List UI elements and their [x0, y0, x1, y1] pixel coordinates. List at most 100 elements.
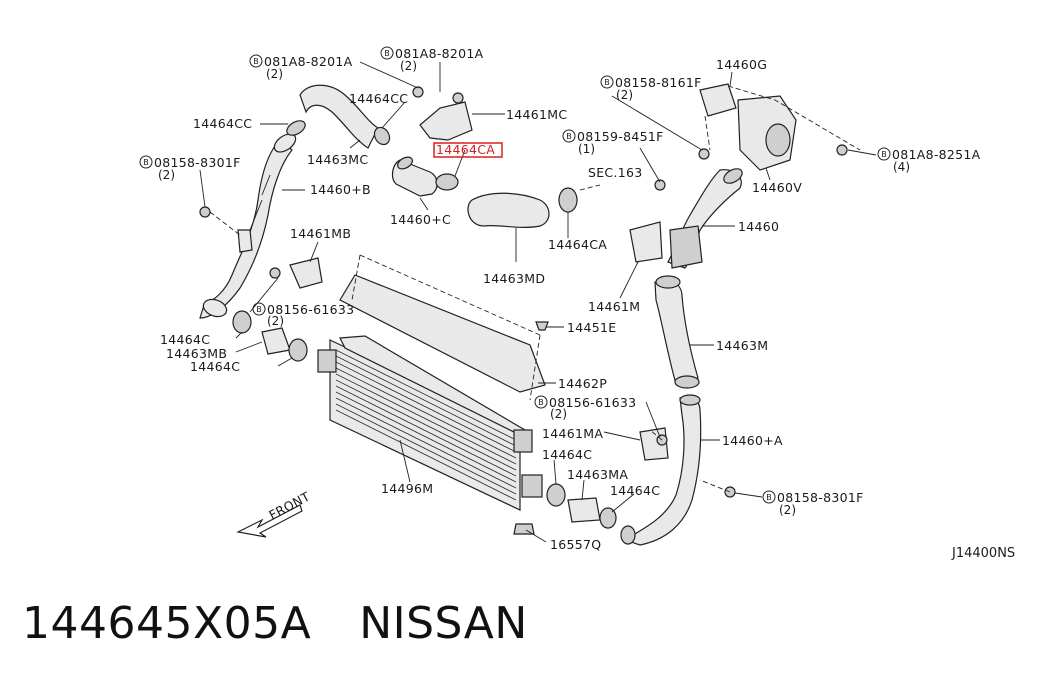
label-08158-8161f-qty: (2): [616, 88, 633, 102]
label-081a8-8201a-right: 081A8-8201A: [395, 46, 484, 61]
hose-14463ma: [567, 497, 601, 523]
parts-artwork: [199, 61, 877, 546]
label-14463mc: 14463MC: [307, 152, 368, 167]
label-14461mc: 14461MC: [506, 107, 567, 122]
duct-14462p: [339, 274, 546, 393]
clip-14451e: [535, 321, 549, 331]
caption-part-number: 144645X05A: [22, 598, 312, 649]
label-16557q: 16557Q: [550, 537, 601, 552]
hose-14463mc: [299, 84, 379, 149]
label-081a8-8201a-right-qty: (2): [400, 59, 417, 73]
label-14451e: 14451E: [567, 320, 616, 335]
svg-text:B: B: [538, 398, 544, 407]
bolt-08159: [654, 179, 666, 191]
svg-text:B: B: [881, 150, 887, 159]
label-14462p: 14462P: [558, 376, 607, 391]
bolt-081a8-8251a: [836, 144, 848, 156]
label-14463ma: 14463MA: [567, 467, 628, 482]
bracket-14460b: [237, 229, 253, 253]
callout-labels: BB BB BB BB B 081A8-8201A (2) 081A8-8201…: [139, 46, 1015, 561]
label-14460v: 14460V: [752, 180, 802, 195]
pipe-14460b: [199, 139, 293, 319]
gasket-14460g: [699, 83, 737, 117]
svg-text:B: B: [253, 57, 259, 66]
caption-brand: NISSAN: [359, 598, 528, 649]
clamp-14463m-top: [655, 275, 681, 289]
label-14461m: 14461M: [588, 299, 640, 314]
label-14464cc-top: 14464CC: [349, 91, 408, 106]
bolt-081a8-right: [452, 92, 464, 104]
bracket-14461mc: [419, 101, 473, 141]
hose-14463mb: [261, 327, 291, 355]
pipe-14460b-end-top: [273, 133, 297, 153]
clamp-14464ca-top: [435, 173, 459, 191]
bracket-14461m: [629, 221, 663, 263]
label-14460g: 14460G: [716, 57, 767, 72]
outlet-14460v-port: [765, 123, 791, 157]
leader-lines: [199, 61, 877, 543]
clamp-14464c-left-2: [288, 338, 308, 362]
hose-14463md: [467, 192, 550, 229]
label-14460: 14460: [738, 219, 779, 234]
clamp-14464cc-top: [373, 126, 391, 146]
bracket-14461mb: [289, 257, 323, 289]
pipe-14460-top: [723, 168, 743, 184]
label-081a8-8251a: 081A8-8251A: [892, 147, 981, 162]
label-14464cc-left: 14464CC: [193, 116, 252, 131]
pipe-14460c-end: [397, 156, 413, 170]
label-14464c-bottom-2: 14464C: [610, 483, 660, 498]
label-08156-61633-left-qty: (2): [267, 314, 284, 328]
label-08159-8451f-qty: (1): [578, 142, 595, 156]
pipe-14460a-end: [620, 525, 636, 545]
label-08158-8301f-top-qty: (2): [158, 168, 175, 182]
svg-text:B: B: [143, 158, 149, 167]
bolt-08156-left: [269, 267, 281, 279]
label-14463mb: 14463MB: [166, 346, 227, 361]
label-14464ca-highlight: 14464CA: [436, 142, 495, 157]
label-08156-61633-left: 08156-61633: [267, 302, 354, 317]
hose-14463m: [654, 279, 699, 385]
clamp-14464cc-left: [286, 120, 306, 136]
label-14464ca: 14464CA: [548, 237, 607, 252]
clamp-14464ca: [558, 187, 578, 213]
label-08158-8161f: 08158-8161F: [615, 75, 702, 90]
svg-text:B: B: [566, 132, 572, 141]
label-14460c: 14460+C: [390, 212, 451, 227]
label-08158-8301f-top: 08158-8301F: [154, 155, 241, 170]
pipe-14460a-top: [679, 394, 701, 406]
svg-text:B: B: [256, 305, 262, 314]
clamp-14464c-bottom-2: [599, 507, 617, 529]
pipe-14460b-end-bottom: [202, 298, 228, 318]
label-08156-61633-right: 08156-61633: [549, 395, 636, 410]
label-14460b: 14460+B: [310, 182, 371, 197]
label-14463md: 14463MD: [483, 271, 545, 286]
label-14461mb: 14461MB: [290, 226, 351, 241]
label-08158-8301f-bottom: 08158-8301F: [777, 490, 864, 505]
label-08159-8451f: 08159-8451F: [577, 129, 664, 144]
label-14464c-bottom-1: 14464C: [542, 447, 592, 462]
bolt-081a8-left: [412, 86, 424, 98]
clamp-14464c-left-1: [232, 310, 252, 334]
label-sec163: SEC.163: [588, 165, 643, 180]
svg-text:B: B: [766, 493, 772, 502]
svg-text:B: B: [384, 49, 390, 58]
pipe-14460-body: [669, 225, 703, 269]
highlight-box-14464ca: [433, 142, 503, 158]
bolt-symbols: [139, 46, 891, 504]
label-14496m: 14496M: [381, 481, 433, 496]
clamp-14464c-bottom-1: [546, 483, 566, 507]
bolt-08158-8161f: [698, 148, 710, 160]
label-14464c-left-2: 14464C: [190, 359, 240, 374]
label-08156-61633-right-qty: (2): [550, 407, 567, 421]
bolt-08158-8301f-top: [199, 206, 211, 218]
intercooler-14496m: [317, 335, 543, 511]
clamp-14463m-bottom: [674, 375, 700, 389]
label-14461ma: 14461MA: [542, 426, 603, 441]
front-arrow: [236, 504, 303, 538]
label-08158-8301f-bottom-qty: (2): [779, 503, 796, 517]
label-081a8-8251a-qty: (4): [893, 160, 910, 174]
label-081a8-8201a-left-qty: (2): [266, 67, 283, 81]
diagram-code: J14400NS: [951, 546, 1015, 561]
pipe-14460a: [623, 396, 702, 546]
